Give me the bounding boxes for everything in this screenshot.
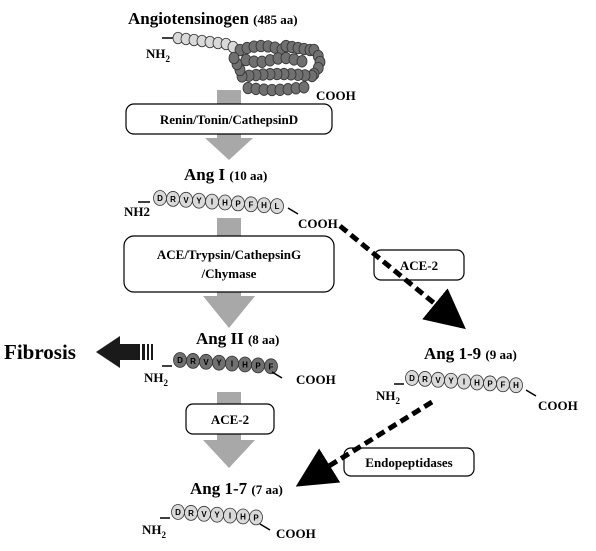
ang2-residue-label: V: [203, 358, 209, 367]
ang17-residue-label: P: [253, 513, 259, 522]
ace2-right-enzyme-label: ACE-2: [400, 258, 438, 273]
ang2-residue-bead: [264, 358, 278, 375]
angiotensinogen-name: Angiotensinogen: [128, 9, 249, 28]
ang1-title: Ang I (10 aa): [184, 165, 267, 184]
ang1-name: Ang I: [184, 165, 225, 184]
ang19-residue-label: I: [463, 378, 465, 387]
renin-enzyme-box: [125, 103, 333, 135]
ang2-residue-label: I: [231, 360, 233, 369]
ang17-residue-label: R: [188, 509, 194, 518]
angiotensinogen-light-chain: [172, 31, 239, 54]
ace2-center-enzyme-label: ACE-2: [211, 412, 249, 427]
ang1-residue-label: H: [222, 199, 228, 208]
fibrosis-label: Fibrosis: [4, 340, 76, 364]
ang1-residue-label: F: [249, 200, 254, 209]
ang1-residue-label: L: [275, 202, 280, 211]
ang2-residue-label: F: [269, 362, 274, 371]
ang2-residue-label: P: [255, 361, 261, 370]
ang1-residue-label: Y: [196, 197, 202, 206]
angiotensinogen-dark-bead: [296, 55, 308, 68]
ang19-residue-label: R: [422, 375, 428, 384]
ace-enzyme-box: [123, 235, 335, 293]
ang19-residue-bead: [509, 377, 523, 394]
ang2-residue-label: D: [177, 356, 183, 365]
ang2-c-terminus: COOH: [296, 372, 336, 387]
angiotensinogen-dark-bead: [298, 81, 310, 94]
ang2-n-terminus: NH2: [144, 370, 169, 388]
ang1-residue-label: R: [170, 195, 176, 204]
dashed-arrow-ang1-to-ang19: [338, 224, 466, 330]
angiotensinogen-c-terminus: COOH: [316, 88, 356, 103]
ang17-length: (7 aa): [251, 482, 282, 497]
ang2-residue-label: R: [190, 357, 196, 366]
ang19-c-terminus: COOH: [538, 398, 578, 413]
ang2-length: (8 aa): [248, 332, 279, 347]
ang19-n-terminus: NH2: [376, 388, 401, 406]
endopeptidases-enzyme-box: [343, 447, 475, 477]
ang2-title: Ang II (8 aa): [196, 329, 279, 348]
fibrosis-arrow: [96, 336, 153, 368]
ang1-c-bond: [287, 207, 299, 215]
ang19-residue-label: H: [513, 381, 519, 390]
ang1-c-terminus: COOH: [298, 216, 338, 231]
ang19-residue-label: D: [409, 374, 415, 383]
ang2-name: Ang II: [196, 329, 244, 348]
ang19-name: Ang 1-9: [424, 344, 481, 363]
angiotensinogen-title: Angiotensinogen (485 aa): [128, 9, 298, 28]
ang1-residue-label: P: [235, 199, 241, 208]
angiotensinogen-length: (485 aa): [253, 12, 297, 27]
ang2-c-bond: [271, 371, 283, 379]
ang1-residue-bead: [270, 198, 284, 214]
ang19-residue-label: V: [435, 376, 441, 385]
ace2-center-enzyme-box: [185, 403, 275, 435]
ang2-residue-label: H: [242, 361, 248, 370]
ace-enzyme-label-line1: ACE/Trypsin/CathepsinG: [157, 247, 301, 262]
angiotensinogen-dark-chain: [228, 39, 326, 97]
ang19-c-bond: [525, 389, 537, 397]
angiotensinogen-n-terminus: NH2: [146, 46, 171, 64]
ang17-residue-label: I: [229, 512, 231, 521]
ang17-n-terminus: NH2: [142, 522, 167, 540]
ang1-residue-label: H: [261, 201, 267, 210]
ang1-length: (10 aa): [229, 168, 267, 183]
dashed-arrow-ang19-to-ang17: [295, 399, 434, 487]
ang17-c-bond: [259, 523, 271, 531]
ang19-residue-label: P: [487, 379, 493, 388]
ang19-title: Ang 1-9 (9 aa): [424, 344, 517, 363]
ang17-name: Ang 1-7: [190, 479, 248, 498]
ang2-residue-label: Y: [216, 359, 222, 368]
ang17-residue-label: V: [201, 510, 207, 519]
ang19-residue-label: Y: [448, 377, 454, 386]
ang17-residue-label: Y: [214, 511, 220, 520]
ang17-title: Ang 1-7 (7 aa): [190, 479, 283, 498]
ang17-residue-bead: [249, 509, 263, 526]
ang19-residue-label: H: [474, 379, 480, 388]
renin-enzyme-label: Renin/Tonin/CathepsinD: [160, 112, 298, 127]
ang19-residue-label: F: [501, 380, 506, 389]
ang1-residue-label: V: [183, 196, 189, 205]
endopeptidases-enzyme-label: Endopeptidases: [365, 455, 452, 470]
ang1-n-terminus: NH2: [124, 204, 150, 219]
ang17-residue-label: H: [240, 513, 246, 522]
ace-enzyme-label-line2: /Chymase: [201, 266, 257, 281]
ang19-length: (9 aa): [485, 347, 516, 362]
ang1-residue-label: D: [157, 194, 163, 203]
ang1-residue-label: I: [211, 198, 213, 207]
ang17-c-terminus: COOH: [276, 526, 316, 541]
angiotensinogen-dark-bead: [228, 51, 240, 65]
ang17-residue-label: D: [175, 508, 181, 517]
